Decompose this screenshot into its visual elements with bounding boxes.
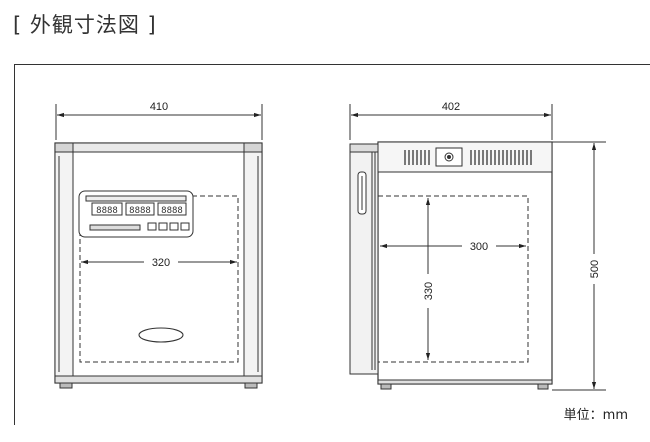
svg-text:8888: 8888 <box>129 206 151 216</box>
front-inner-chamber <box>79 195 239 363</box>
front-view: 8888 8888 8888 <box>54 104 263 389</box>
side-height-label: 500 <box>589 260 601 278</box>
svg-text:8888: 8888 <box>96 206 118 216</box>
side-inner-height-label: 330 <box>423 282 435 300</box>
front-handle <box>138 327 184 343</box>
front-width-label: 410 <box>150 101 168 113</box>
unit-label: 単位：mm <box>563 408 628 423</box>
page-title: [ 外観寸法図 ] <box>13 13 157 37</box>
svg-text:8888: 8888 <box>161 206 183 216</box>
side-depth-label: 402 <box>442 101 460 113</box>
side-view <box>349 104 606 391</box>
front-inner-width-label: 320 <box>152 257 170 269</box>
side-inner-chamber <box>377 195 529 363</box>
drawing-frame <box>14 64 650 425</box>
side-cabinet <box>377 141 553 385</box>
side-inner-depth-label: 300 <box>470 241 488 253</box>
